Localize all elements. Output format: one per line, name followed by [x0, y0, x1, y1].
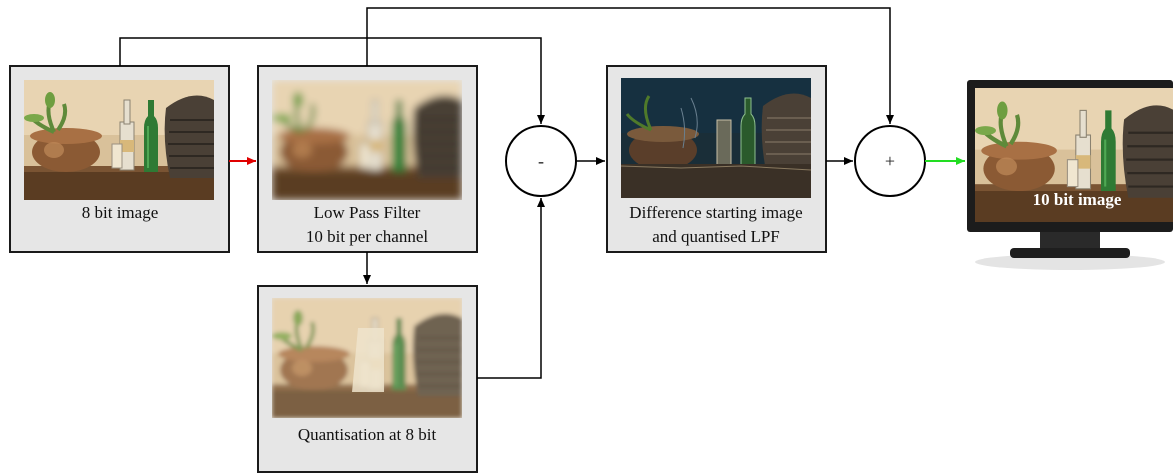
arrow-lpf-to-add	[366, 7, 894, 124]
input-box-label: 8 bit image	[82, 203, 158, 222]
lpf-box-label-line2: 10 bit per channel	[306, 227, 429, 246]
lpf-box: Low Pass Filter 10 bit per channel	[257, 65, 478, 253]
monitor-label: 10 bit image	[1033, 190, 1122, 209]
subtract-operator: -	[505, 125, 577, 197]
quant-box-label: Quantisation at 8 bit	[298, 425, 437, 444]
subtract-symbol: -	[538, 151, 544, 171]
add-operator: +	[854, 125, 926, 197]
output-monitor: 10 bit image	[967, 80, 1173, 270]
monitor-stand-base	[1010, 248, 1130, 258]
diff-box-label-line1: Difference starting image	[629, 203, 802, 222]
lpf-box-label-line1: Low Pass Filter	[314, 203, 421, 222]
input-image-box: 8 bit image	[9, 65, 230, 253]
monitor-stand-neck	[1040, 230, 1100, 252]
difference-image	[619, 76, 813, 200]
difference-box: Difference starting image and quantised …	[606, 65, 827, 253]
quantisation-box: Quantisation at 8 bit	[257, 285, 478, 473]
quantised-image	[272, 298, 462, 418]
add-symbol: +	[885, 151, 895, 171]
input-image	[22, 78, 216, 202]
lpf-image	[272, 80, 462, 200]
arrow-input-to-subtract	[119, 37, 545, 124]
diff-box-label-line2: and quantised LPF	[652, 227, 780, 246]
arrow-quant-to-subtract	[477, 198, 545, 379]
